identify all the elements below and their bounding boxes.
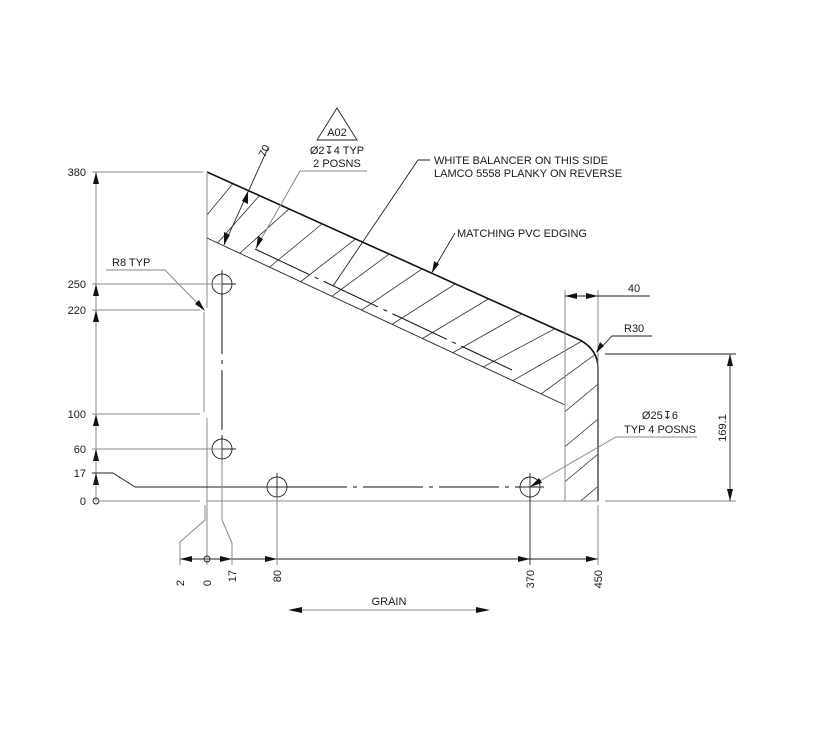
ordinate-0: 0 <box>80 496 86 508</box>
drill-large-line1: Ø25↧6 <box>642 410 678 422</box>
ordinate-x-2: 2 <box>175 580 187 586</box>
ordinate-x-450: 450 <box>593 570 605 588</box>
dim-40: 40 <box>565 283 650 299</box>
drill-large-note: Ø25↧6 TYP 4 POSNS <box>530 410 697 487</box>
panel-outline <box>203 171 599 560</box>
ordinate-60: 60 <box>74 444 86 456</box>
r30-label: R30 <box>624 323 644 335</box>
revision-note: A02 Ø2↧4 TYP 2 POSNS <box>255 107 367 249</box>
dim-169-label: 169.1 <box>717 414 729 442</box>
ordinate-x-80: 80 <box>272 570 284 582</box>
ordinate-x-370: 370 <box>525 570 537 588</box>
ordinate-100: 100 <box>68 409 86 421</box>
holes <box>208 248 544 501</box>
grain-label: GRAIN <box>372 596 407 608</box>
r8-note: R8 TYP <box>106 257 205 311</box>
dim-70-label: 70 <box>257 143 273 159</box>
r8-label: R8 TYP <box>112 257 150 269</box>
ordinate-x-17: 17 <box>227 570 239 582</box>
ordinate-250: 250 <box>68 279 86 291</box>
ordinate-380: 380 <box>68 167 86 179</box>
r30-note: R30 <box>596 323 652 353</box>
edging-hatch <box>207 174 598 501</box>
edging-note: MATCHING PVC EDGING <box>431 228 587 273</box>
edging-label: MATCHING PVC EDGING <box>457 228 587 240</box>
dim-169: 169.1 <box>605 353 736 502</box>
revision-label: A02 <box>327 127 347 139</box>
ordinate-x-0: 0 <box>202 580 214 586</box>
ordinate-220: 220 <box>68 305 86 317</box>
dim-40-label: 40 <box>628 283 640 295</box>
ordinate-17: 17 <box>74 468 86 480</box>
drill-large-line2: TYP 4 POSNS <box>624 424 696 436</box>
balancer-line2: LAMCO 5558 PLANKY ON REVERSE <box>434 168 622 180</box>
balancer-line1: WHITE BALANCER ON THIS SIDE <box>434 155 608 167</box>
dim-70: 70 <box>223 143 273 246</box>
drill-small-line2: 2 POSNS <box>313 158 361 170</box>
vertical-ordinates: 380 250 220 100 60 17 0 <box>68 167 263 508</box>
grain-indicator: GRAIN <box>288 596 490 613</box>
horizontal-ordinates: 2 0 17 80 370 450 <box>175 459 605 588</box>
balancer-note: WHITE BALANCER ON THIS SIDE LAMCO 5558 P… <box>332 155 622 287</box>
drill-small-line1: Ø2↧4 TYP <box>310 145 364 157</box>
